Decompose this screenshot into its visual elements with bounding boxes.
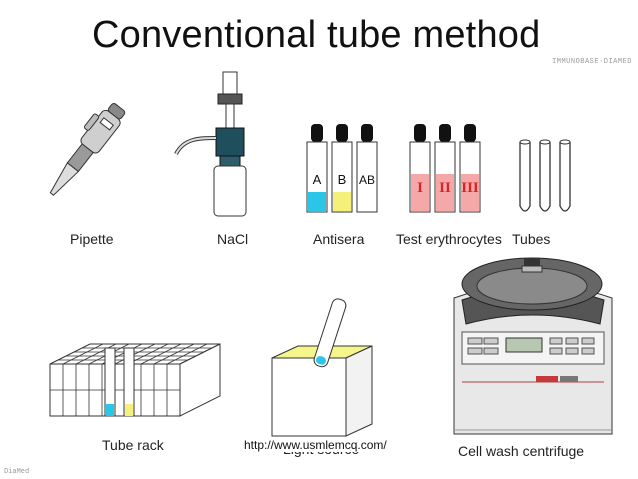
label-nacl: NaCl: [217, 231, 249, 247]
pipette-illustration: [49, 103, 126, 196]
watermark: IMMUNOBASE·DIAMED: [552, 58, 632, 66]
antisera-vial-b-label: B: [338, 172, 347, 187]
erythrocyte-vial-2-label: II: [439, 180, 451, 196]
erythrocyte-vial-3-label: III: [461, 180, 479, 196]
label-pipette: Pipette: [70, 231, 114, 247]
footer-mark: DiaMed: [4, 468, 30, 476]
erythrocyte-vial-1-label: I: [417, 180, 423, 196]
slide-title: Conventional tube method: [92, 14, 541, 56]
label-tubes: Tubes: [512, 231, 551, 247]
nacl-bottle-illustration: [174, 71, 247, 217]
antisera-vial-ab-label: AB: [359, 173, 375, 187]
antisera-vials: A B AB: [306, 124, 378, 213]
label-test-erythrocytes: Test erythrocytes: [396, 231, 502, 247]
label-cell-wash-centrifuge: Cell wash centrifuge: [458, 443, 585, 459]
centrifuge-illustration: [453, 257, 613, 435]
tube-rack-illustration: [49, 343, 221, 417]
tubes-illustration: [519, 139, 571, 212]
label-antisera: Antisera: [313, 231, 365, 247]
label-tube-rack: Tube rack: [102, 437, 164, 453]
antisera-vial-a-label: A: [313, 172, 322, 187]
erythrocyte-vials: I II III: [409, 124, 481, 213]
source-url: http://www.usmlemcq.com/: [242, 438, 389, 452]
light-source-illustration: [271, 298, 373, 437]
